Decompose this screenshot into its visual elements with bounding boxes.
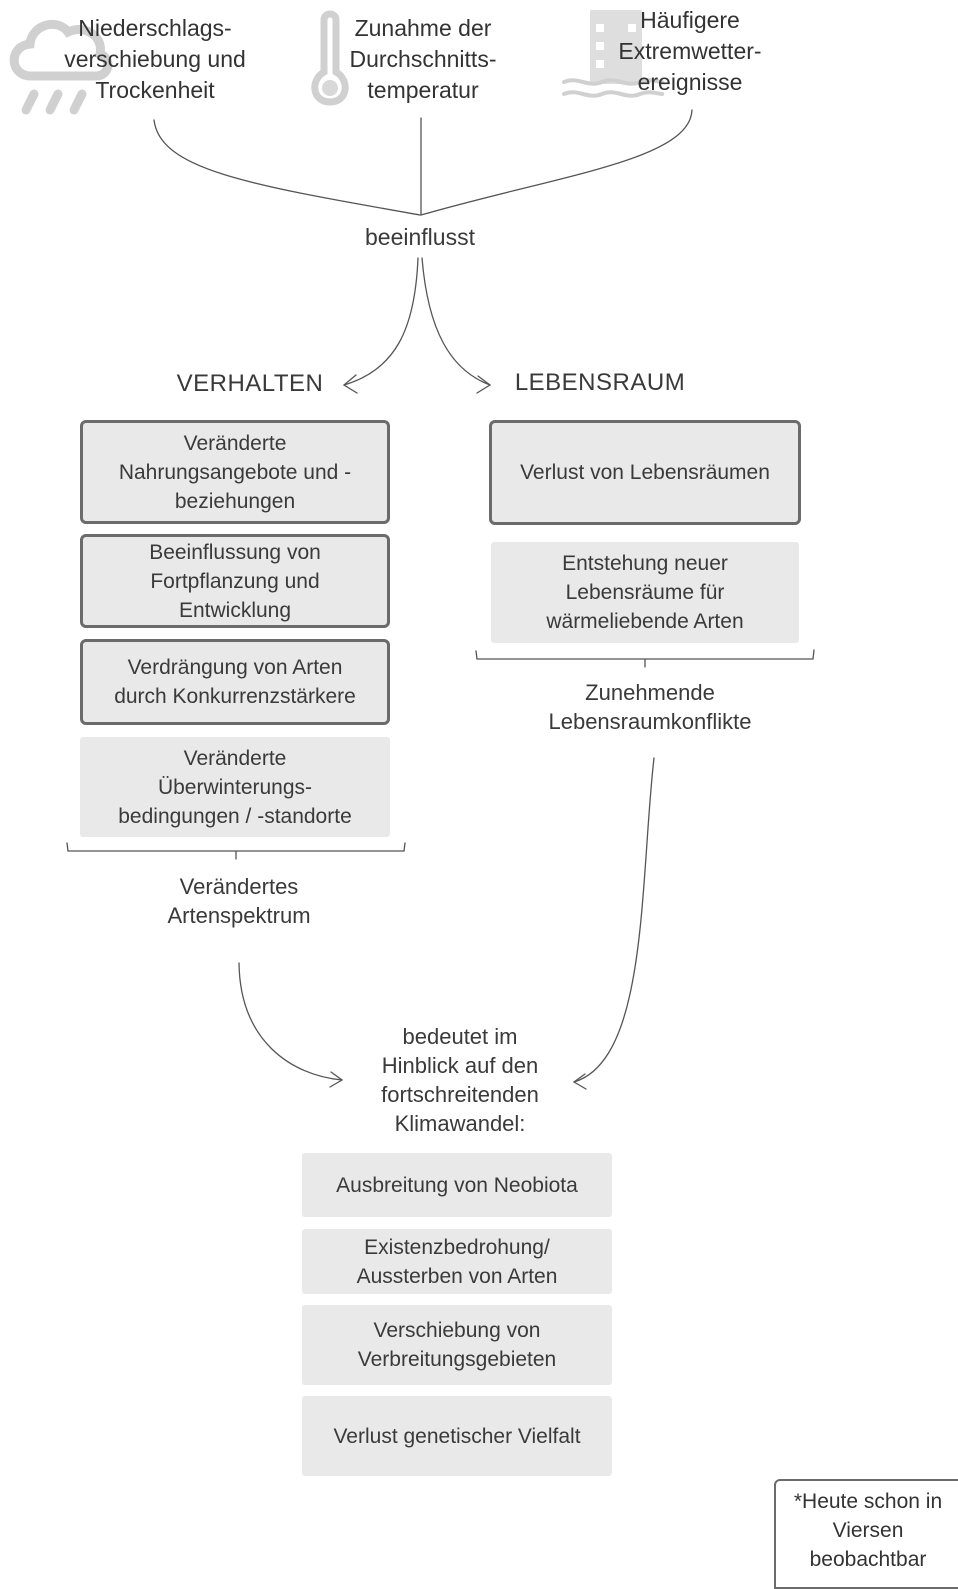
behavior-item-displacement: Verdrängung von Arten durch Konkurrenzst… [80,639,390,725]
arrow-to-lebensraum [421,257,491,386]
factor-extreme-weather: Häufigere Extremwetter- ereignisse [618,7,762,95]
consequence-neobiota: Ausbreitung von Neobiota [302,1153,612,1217]
curve-left-to-center [153,119,421,216]
factor-precipitation: Niederschlags- verschiebung und Trockenh… [64,15,246,103]
influence-label: beeinflusst [365,224,475,250]
arrow-lebensraumkonflikte [573,757,655,1083]
flooded-building-icon [562,10,664,98]
rain-cloud-icon [9,19,113,115]
habitat-item-loss: Verlust von Lebensräumen [489,420,801,525]
consequence-range-shift: Verschiebung von Verbreitungsgebieten [302,1305,612,1385]
curve-right-to-center [420,109,693,216]
brace-right [475,649,815,668]
behavior-item-food: Veränderte Nahrungsangebote und - bezieh… [80,420,390,524]
habitat-summary: Zunehmende Lebensraumkonflikte [548,680,752,734]
behavior-item-reproduction: Beeinflussung von Fortpflanzung und Entw… [80,534,390,628]
consequence-label: bedeutet im Hinblick auf den fortschreit… [381,1024,539,1136]
thermometer-icon [311,10,349,106]
habitat-header: LEBENSRAUM [514,369,686,396]
behavior-item-overwintering: Veränderte Überwinterungs- bedingungen /… [80,737,390,837]
brace-left [66,842,406,860]
observation-note: *Heute schon in Viersen beobachtbar [774,1479,958,1589]
consequence-genetic-diversity: Verlust genetischer Vielfalt [302,1396,612,1476]
arrow-to-verhalten [343,257,419,386]
behavior-summary: Verändertes Artenspektrum [167,874,311,928]
arrow-artenspektrum [238,962,343,1081]
habitat-item-new: Entstehung neuer Lebensräume für wärmeli… [491,542,799,643]
factor-temperature: Zunahme der Durchschnitts- temperatur [349,15,497,103]
behavior-header: VERHALTEN [176,370,324,397]
consequence-extinction: Existenzbedrohung/ Aussterben von Arten [302,1229,612,1294]
